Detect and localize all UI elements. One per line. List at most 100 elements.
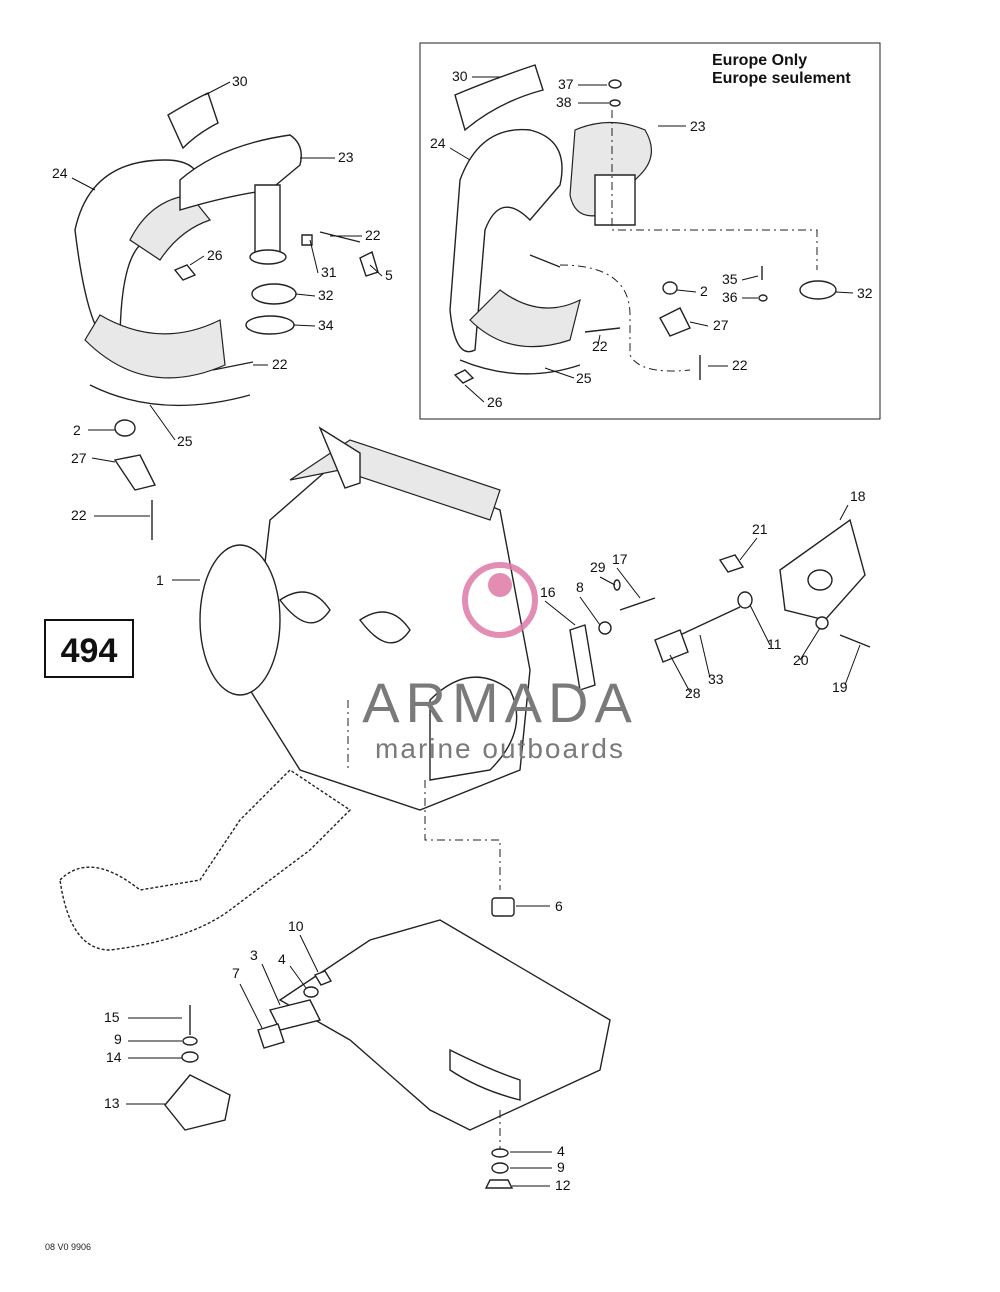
callout-label-c32a: 32 — [318, 287, 334, 303]
callout-label-c15a: 15 — [104, 1009, 120, 1025]
callout-leader-c19a — [844, 644, 861, 686]
callout-leader-c10a — [299, 934, 319, 973]
inset-nut-37 — [608, 79, 622, 89]
callout-label-i38: 38 — [556, 94, 572, 110]
callout-label-c4a: 4 — [278, 951, 286, 967]
watermark-logo-ring — [462, 562, 538, 638]
callout-leader-i35 — [741, 275, 759, 281]
callout-label-c11a: 11 — [767, 636, 782, 652]
inset-exhaust-pipe — [449, 128, 563, 353]
callout-label-i37: 37 — [558, 76, 574, 92]
engine-crankcase — [429, 676, 518, 781]
clip-26 — [173, 264, 197, 281]
europe-inset-frame — [419, 42, 881, 420]
bolt-17 — [619, 597, 656, 611]
callout-label-i27: 27 — [713, 317, 729, 333]
callout-label-c22b: 22 — [272, 356, 288, 372]
callout-leader-c11a — [749, 604, 771, 646]
callout-label-c18a: 18 — [850, 488, 866, 504]
callout-label-i2: 2 — [700, 283, 708, 299]
callout-leader-c27a — [91, 457, 116, 463]
callout-leader-c34a — [293, 324, 316, 327]
inset-title-line2: Europe seulement — [712, 70, 851, 87]
washer-8 — [598, 621, 612, 635]
inset-outlet — [594, 174, 636, 226]
spring-upper — [319, 231, 361, 243]
exhaust-manifold — [179, 134, 302, 211]
callout-leader-i24 — [449, 147, 471, 161]
inset-exhaust-manifold — [569, 121, 652, 217]
callout-label-i35: 35 — [722, 271, 738, 287]
callout-label-c27a: 27 — [71, 450, 87, 466]
engine-port-rear — [358, 611, 411, 644]
callout-leader-c32a — [295, 293, 316, 297]
inset-cap-2 — [662, 281, 678, 295]
washer-4-upper — [303, 986, 319, 998]
callout-label-c3a: 3 — [250, 947, 258, 963]
callout-leader-c21a — [739, 537, 758, 561]
callout-label-c23a: 23 — [338, 149, 354, 165]
nut-12 — [484, 1179, 514, 1189]
page-number: 494 — [61, 632, 118, 670]
callout-leader-i22a — [597, 334, 601, 346]
callout-leader-c17a — [616, 567, 641, 599]
callout-leader-c20a — [799, 627, 821, 661]
watermark-tagline: marine outboards — [375, 733, 625, 764]
callout-label-c34a: 34 — [318, 317, 334, 333]
washer-11 — [737, 591, 753, 609]
engine-centerline — [424, 780, 501, 890]
callout-leader-c7a — [239, 983, 263, 1029]
bracket-3 — [268, 999, 322, 1031]
callout-leader-i26 — [464, 384, 485, 403]
callout-label-c1a: 1 — [156, 572, 164, 588]
callout-leader-c33a — [699, 634, 711, 679]
inset-bracket-27 — [659, 307, 691, 337]
callout-label-c12a: 12 — [555, 1177, 571, 1193]
callout-leader-c16a — [544, 600, 576, 626]
callout-label-i23: 23 — [690, 118, 706, 134]
heat-shield — [167, 92, 219, 150]
watermark-brand: ARMADA — [362, 671, 638, 734]
callout-leader-c24a — [71, 177, 96, 191]
engine-water-fitting — [318, 426, 361, 489]
inset-spring-upper — [529, 254, 561, 268]
callout-label-i24: 24 — [430, 135, 446, 151]
clip-5 — [359, 251, 379, 277]
callout-label-c17a: 17 — [612, 551, 628, 567]
callout-leader-c4a — [289, 965, 307, 989]
callout-label-c30a: 30 — [232, 73, 248, 89]
inset-washer-36 — [758, 294, 768, 302]
callout-label-c26a: 26 — [207, 247, 223, 263]
engine-support-bracket — [278, 919, 611, 1131]
drawing-code: 08 V0 9906 — [45, 1242, 91, 1252]
callout-label-c10a: 10 — [288, 918, 304, 934]
callout-label-c28a: 28 — [685, 685, 701, 701]
callout-label-i22a: 22 — [592, 338, 608, 354]
callout-leader-c3a — [261, 963, 281, 1006]
washer-9-left — [182, 1036, 198, 1046]
exhaust-gasket-34 — [245, 315, 295, 335]
inset-spring-mid — [584, 327, 621, 333]
callout-label-c20a: 20 — [793, 652, 809, 668]
callout-label-i32: 32 — [857, 285, 873, 301]
callout-leader-c25a — [149, 404, 176, 441]
callout-leader-c28a — [669, 654, 691, 693]
nut-21 — [718, 554, 745, 573]
callout-label-c6a: 6 — [555, 898, 563, 914]
callout-label-c16a: 16 — [540, 584, 556, 600]
inset-centerline-2 — [559, 264, 691, 372]
callout-label-i22b: 22 — [732, 357, 748, 373]
callout-label-c22a: 22 — [365, 227, 381, 243]
inset-grommet-32 — [799, 280, 837, 300]
callout-label-c33a: 33 — [708, 671, 724, 687]
mount-bracket-13 — [164, 1074, 231, 1131]
callout-leader-i27 — [689, 321, 709, 327]
inset-title-line1: Europe Only — [712, 52, 807, 69]
callout-label-c29a: 29 — [590, 559, 606, 575]
inset-centerline-1 — [611, 110, 818, 270]
callout-leader-c29a — [599, 576, 616, 586]
callout-leader-c26a — [189, 255, 205, 266]
exhaust-pipe-shading — [129, 194, 212, 261]
